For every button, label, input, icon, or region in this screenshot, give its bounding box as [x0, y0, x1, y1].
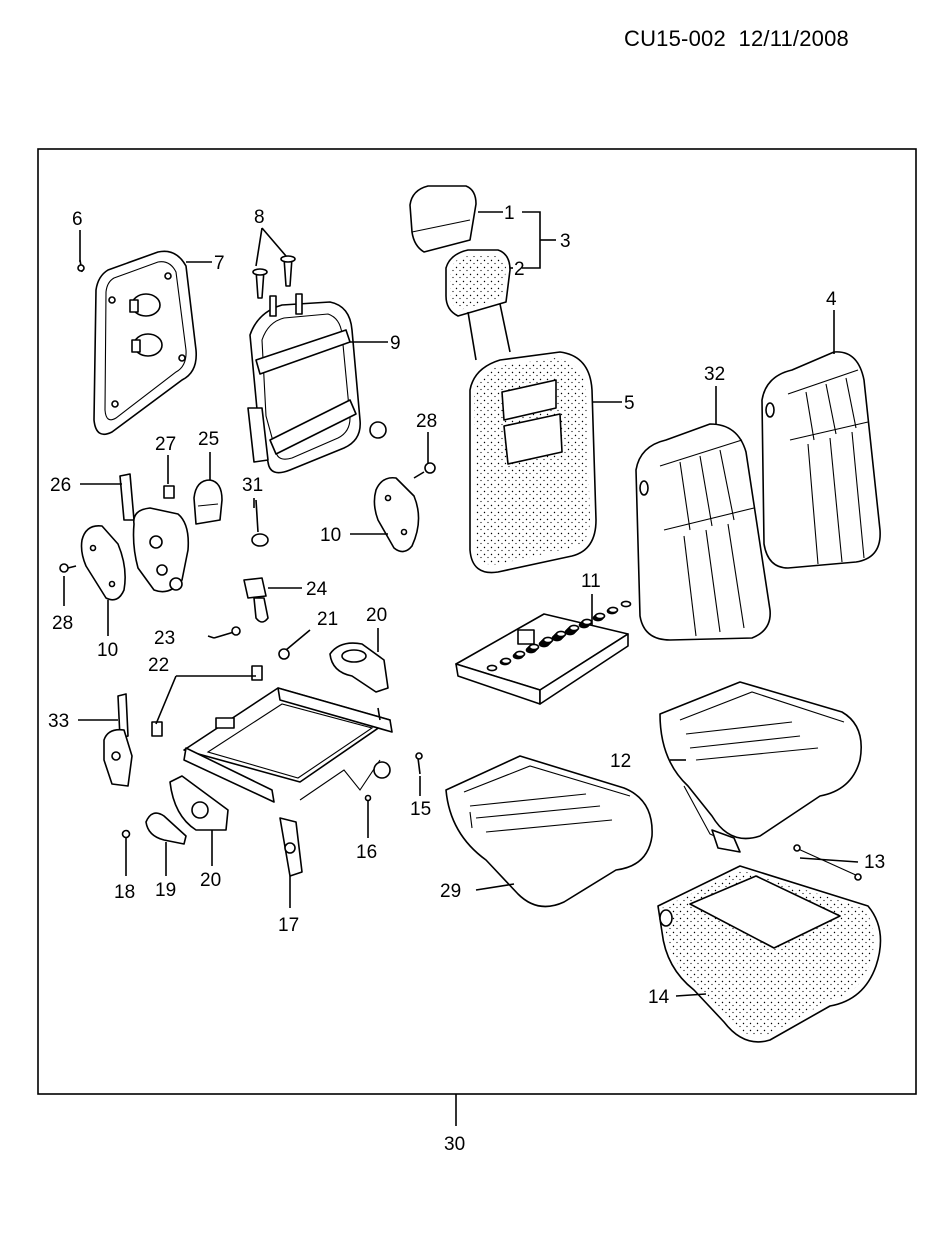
part-29-cushion-assembly-icon [445, 755, 653, 908]
callout-27: 27 [155, 434, 176, 455]
callout-25: 25 [198, 429, 219, 450]
part-15-screw-icon [415, 752, 423, 775]
diagram-code-header: CU15-002 12/11/2008 [624, 26, 849, 52]
part-23-bolt-icon [213, 626, 241, 639]
part-7-back-board-icon [93, 250, 198, 436]
spring-cell [514, 650, 526, 658]
callout-1: 1 [504, 203, 515, 224]
part-27-clip-icon [163, 485, 175, 499]
part-17-seat-frame-icon [183, 687, 393, 877]
spring-cell [528, 643, 540, 651]
part-2-headrest-pad-icon [445, 249, 511, 361]
spring-cell [594, 612, 606, 620]
part-33-latch-icon [103, 693, 133, 787]
part-1-headrest-cover-icon [409, 185, 477, 253]
part-19-lever-knob-icon [145, 812, 187, 845]
callout-10-left: 10 [97, 640, 118, 661]
part-25-cap-icon [193, 479, 223, 525]
part-10-recliner-cover-icon [80, 524, 126, 601]
callout-23: 23 [154, 628, 175, 649]
spring-cell [542, 636, 554, 644]
callout-5: 5 [624, 393, 635, 414]
spring-cell [568, 624, 580, 632]
diagram-date: 12/11/2008 [738, 26, 849, 51]
callout-4: 4 [826, 289, 837, 310]
diagram-border [37, 148, 917, 1095]
callout-20-lower: 20 [200, 870, 221, 891]
callout-12: 12 [610, 751, 631, 772]
callout-29: 29 [440, 881, 461, 902]
callout-18: 18 [114, 882, 135, 903]
part-8-headrest-guide-icon [252, 255, 296, 299]
part-12-cushion-cover-icon [659, 681, 862, 853]
callout-32: 32 [704, 364, 725, 385]
callout-6: 6 [72, 209, 83, 230]
part-28-screw-icon [59, 563, 77, 573]
part-32-seatback-assembly-icon [635, 423, 771, 641]
callout-19: 19 [155, 880, 176, 901]
callout-3: 3 [560, 231, 571, 252]
callout-21: 21 [317, 609, 338, 630]
spring-cell [500, 657, 512, 665]
callout-2: 2 [514, 259, 525, 280]
part-21-nut-icon [278, 648, 290, 660]
callout-10: 10 [320, 525, 341, 546]
callout-13: 13 [864, 852, 885, 873]
part-14-cushion-pad-icon [657, 865, 882, 1043]
callout-17: 17 [278, 915, 299, 936]
callout-11: 11 [581, 571, 601, 592]
callout-30: 30 [444, 1134, 465, 1155]
spring-cell [607, 606, 619, 614]
callout-28-left: 28 [52, 613, 73, 634]
callout-26: 26 [50, 475, 71, 496]
spring-cell [486, 664, 498, 672]
part-5-seatback-pad-icon [469, 351, 597, 574]
callout-8: 8 [254, 207, 265, 228]
part-6-screw-icon [77, 259, 85, 273]
callout-7: 7 [214, 253, 225, 274]
part-9-seatback-frame-icon [247, 293, 387, 474]
part-26-recliner-icon [119, 473, 190, 593]
part-18-screw-icon [121, 829, 131, 852]
callout-24: 24 [306, 579, 328, 600]
part-4-seatback-cover-icon [761, 351, 881, 569]
callout-14: 14 [648, 987, 670, 1008]
callout-22: 22 [148, 655, 169, 676]
part-11-seat-spring-icon [455, 600, 632, 705]
leader-lines [63, 211, 859, 1126]
callout-15: 15 [410, 799, 431, 820]
spring-cell [620, 600, 632, 608]
callout-33: 33 [48, 711, 69, 732]
part-24-buckle-icon [243, 577, 269, 623]
diagram-code: CU15-002 [624, 26, 726, 51]
part-10-recliner-cover-icon [373, 476, 420, 553]
part-20-side-shield-icon [329, 642, 389, 693]
spring-cell [581, 618, 593, 626]
part-20-side-shield-icon [169, 775, 229, 831]
spring-cell [555, 630, 567, 638]
callout-labels: 1 2 3 4 5 6 7 8 9 10 10 11 12 13 14 15 1… [48, 203, 885, 1155]
part-16-pin-icon [364, 794, 372, 802]
callout-31: 31 [242, 475, 263, 496]
callout-20-upper: 20 [366, 605, 387, 626]
callout-28-right: 28 [416, 411, 437, 432]
seat-spring-grid [486, 600, 632, 672]
part-31-fastener-icon [251, 499, 269, 547]
part-13-hook-wire-icon [793, 844, 862, 881]
callout-16: 16 [356, 842, 377, 863]
callout-9: 9 [390, 333, 401, 354]
part-28-screw-icon [413, 462, 436, 479]
